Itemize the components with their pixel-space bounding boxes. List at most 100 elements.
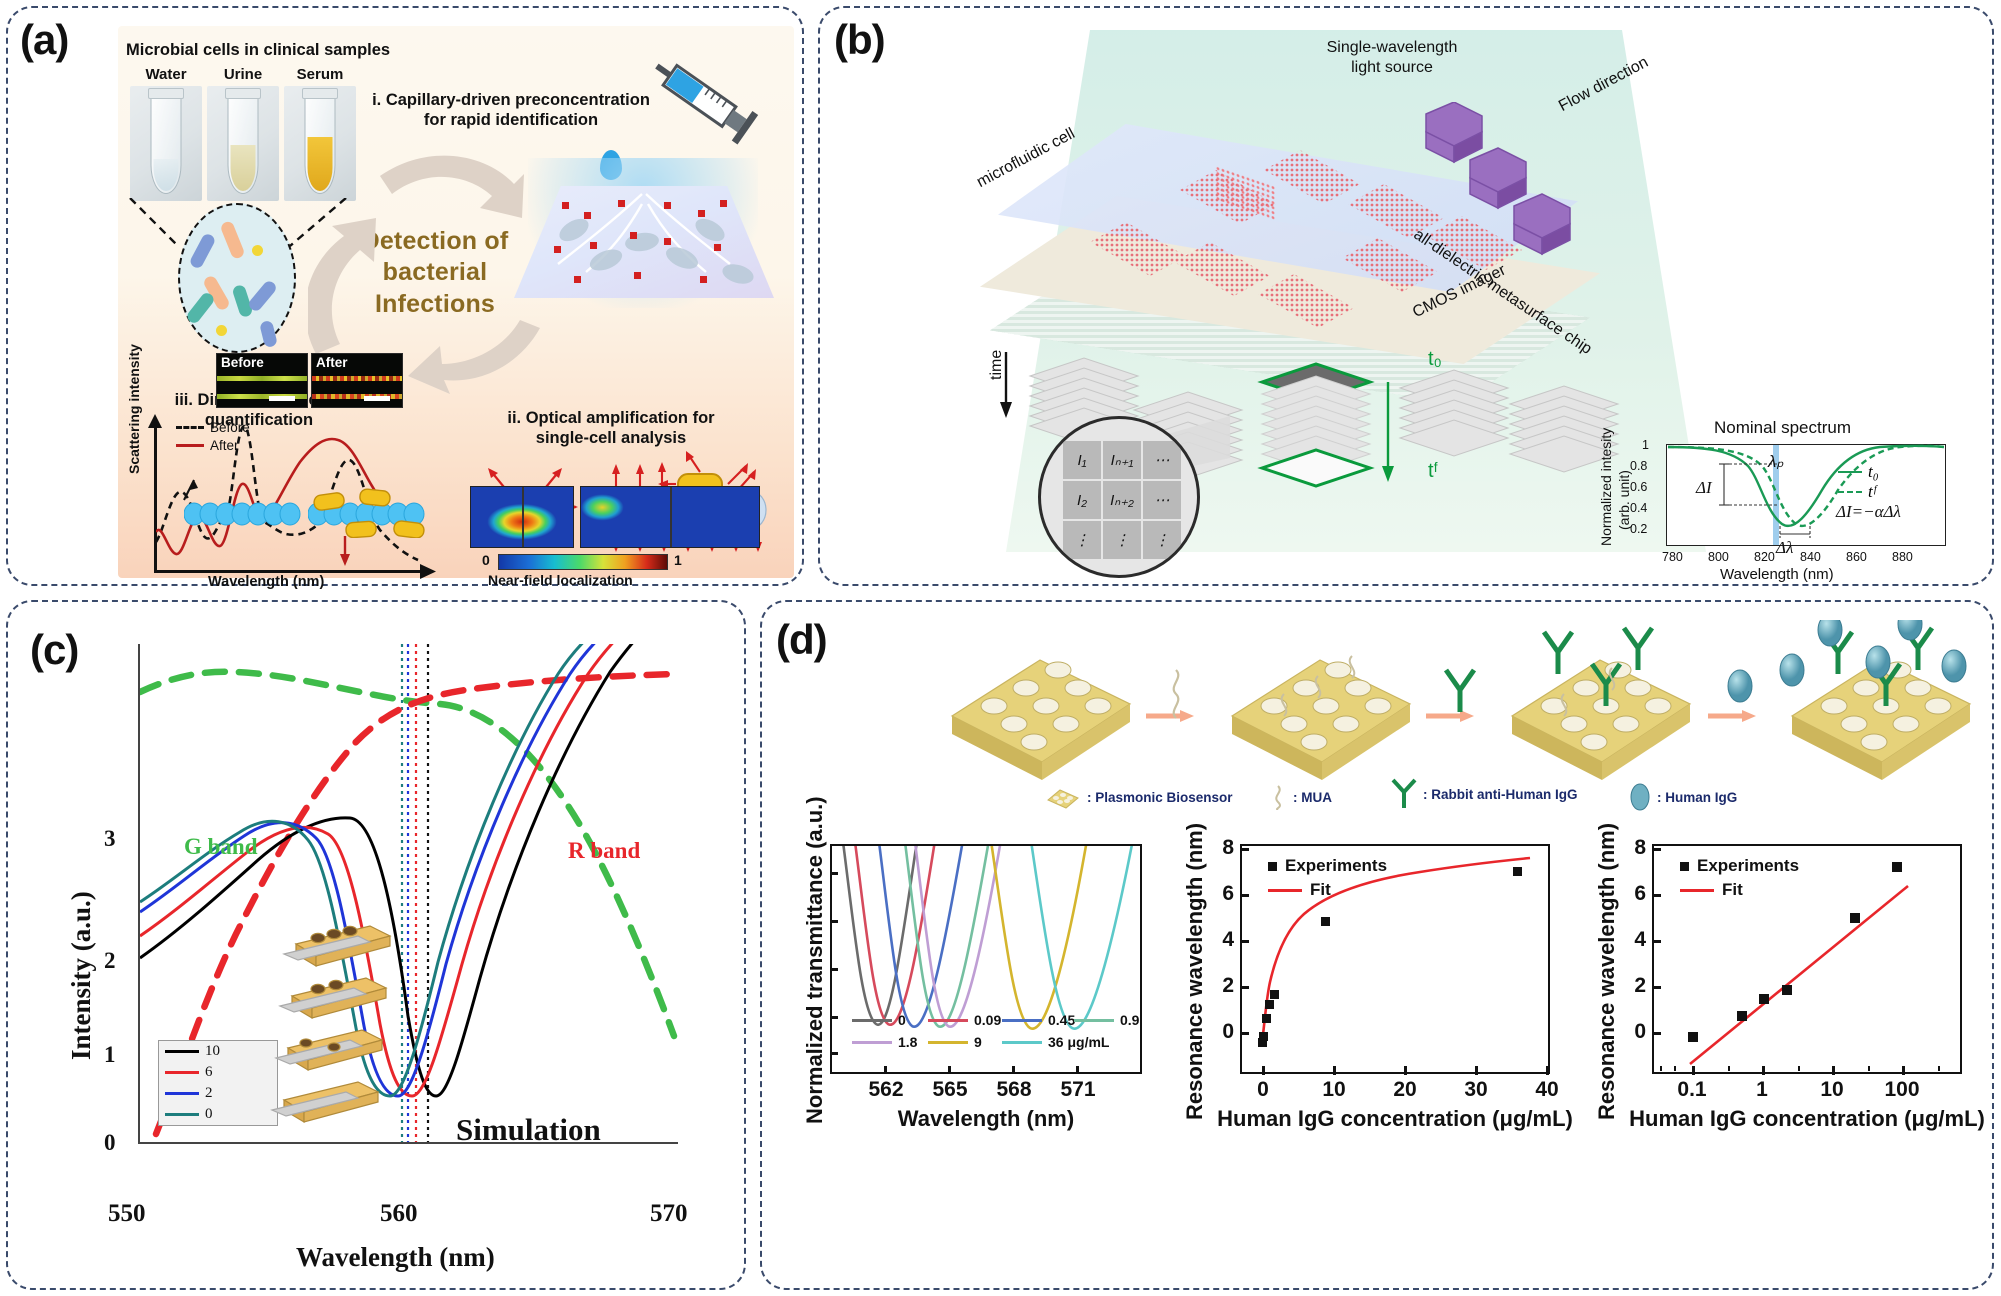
nominal-spectrum-frame: [1666, 444, 1946, 546]
d2-ytick: 6: [1222, 882, 1234, 905]
d1-legend-09: 0.9: [1074, 1012, 1139, 1028]
d1-frame: [830, 844, 1142, 1074]
colorbar-min-label: 0: [482, 552, 490, 568]
matrix-cell: ⋮: [1063, 521, 1101, 559]
d2-xtick: 0: [1257, 1078, 1269, 1101]
syringe-icon: [655, 63, 759, 145]
d2-legend-fit: Fit: [1268, 880, 1331, 900]
spectrum-legend: Before After: [176, 418, 250, 454]
d1-xtick: 565: [932, 1078, 968, 1101]
d2-xtick: 20: [1393, 1078, 1417, 1101]
np-down-arrow-icon: [340, 536, 350, 566]
sample-tube-water: Water: [130, 66, 202, 201]
metasurface-dot-arrays: [1090, 150, 1522, 328]
transmittance-spectra-plot: Normalized transmittance (a.u.) 562 565: [786, 796, 1166, 1144]
sample-label-serum: Serum: [296, 66, 344, 83]
d3-xtick: 0.1: [1677, 1078, 1707, 1101]
spectrum-x-axis: [154, 570, 424, 573]
nominal-spectrum-title: Nominal spectrum: [1714, 418, 1851, 437]
nominal-spectrum-plot: Nominal spectrum Normalized intesity (ar…: [1590, 418, 1980, 584]
fit-line-icon: [1680, 888, 1714, 892]
d2-xtick: 10: [1322, 1078, 1346, 1101]
d3-ytick: 4: [1634, 928, 1646, 951]
intensity-matrix: I₁ Iₙ₊₁ ⋯ I₂ Iₙ₊₂ ⋯ ⋮ ⋮ ⋮: [1063, 441, 1181, 559]
panel-c-legend: 10 6 2 0: [158, 1040, 278, 1126]
d2-ytick: 0: [1222, 1020, 1234, 1043]
d2-xtick: 40: [1535, 1078, 1559, 1101]
nominal-legend-t0: t₀: [1838, 462, 1879, 482]
capillary-flow-arrows: [554, 193, 754, 284]
time-arrow-icon: [1000, 352, 1012, 418]
sample-label-urine: Urine: [223, 66, 263, 83]
matrix-cell: Iₙ₊₂: [1103, 481, 1141, 519]
nominal-ytick: 1: [1642, 438, 1649, 452]
matrix-cell: I₁: [1063, 441, 1101, 479]
nominal-legend-tf: tᶠ: [1838, 482, 1876, 502]
nominal-xtick: 820: [1754, 550, 1775, 564]
c-ytick-2: 2: [104, 948, 116, 973]
sample-tube-row: Water Urine Serum: [130, 66, 356, 201]
legend-label: : Plasmonic Biosensor: [1087, 789, 1233, 805]
d1-legend-9: 9: [928, 1034, 982, 1050]
matrix-cell: ⋯: [1143, 441, 1181, 479]
panel-d-letter: (d): [776, 616, 828, 663]
tf-label: tᶠ: [1428, 460, 1439, 482]
legend-human-igg: : Human IgG: [1628, 782, 1737, 812]
spectrum-y-arrow-icon: [148, 414, 162, 428]
spectrum-xlabel: Wavelength (nm): [208, 574, 325, 590]
nominal-ytick: 0.6: [1630, 480, 1648, 494]
delta-lambda-annotation: Δλ: [1776, 538, 1794, 557]
calibration-log-plot: Resonance wavelength (nm) 8 6 4 2 0 0.1 …: [1588, 823, 1992, 1144]
matrix-cell: ⋯: [1143, 481, 1181, 519]
d3-xlabel: Human IgG concentration (μg/mL): [1629, 1106, 1985, 1131]
micrograph-before-label: Before: [221, 355, 264, 370]
nominal-xtick: 880: [1892, 550, 1913, 564]
d2-xtick: 30: [1464, 1078, 1488, 1101]
fit-line-icon: [1268, 888, 1302, 892]
d2-frame: [1240, 844, 1550, 1074]
panel-d: (d): [760, 600, 1994, 1290]
micrograph-after: After: [311, 353, 403, 408]
d3-ylabel: Resonance wavelength (nm): [1594, 822, 1619, 1120]
d3-legend-fit: Fit: [1680, 880, 1743, 900]
d3-frame: [1652, 844, 1962, 1074]
tube-photo-urine: [207, 86, 279, 201]
lambda-p-annotation: λₚ: [1768, 452, 1784, 471]
t0-label: t₀: [1428, 348, 1442, 370]
tube-photo-water: [130, 86, 202, 201]
panel-c-plot-frame: [138, 644, 678, 1144]
panel-a-center-title: Detection of bacterial Infections: [361, 227, 509, 318]
d1-curves: [842, 846, 1133, 1030]
c-xtick-560: 560: [380, 1200, 418, 1227]
light-source-label: Single-wavelength light source: [1326, 39, 1458, 76]
panel-b: (b) Single-wavelength light source: [818, 6, 1994, 586]
nominal-xtick: 860: [1846, 550, 1867, 564]
panel-a-heading: Microbial cells in clinical samples: [126, 41, 391, 59]
micrograph-before: Before: [216, 353, 308, 408]
matrix-cell: I₂: [1063, 481, 1101, 519]
nominal-xtick: 800: [1708, 550, 1729, 564]
nominal-xtick: 840: [1800, 550, 1821, 564]
calibration-linear-plot: Resonance wavelength (nm) 8 6 4 2 0 0 10…: [1176, 823, 1580, 1144]
c-xtick-570: 570: [650, 1200, 688, 1227]
np-chain-before-icon: [183, 500, 302, 531]
sample-label-water: Water: [145, 66, 187, 83]
d3-xtick: 100: [1884, 1078, 1920, 1101]
legend-swatch-before: [176, 425, 204, 429]
legend-row: 6: [159, 1062, 277, 1083]
spectrum-x-arrow-icon: [420, 564, 436, 579]
d1-ylabel: Normalized transmittance (a.u.): [802, 796, 827, 1124]
r-band-label: R band: [568, 838, 641, 863]
legend-label-after: After: [210, 437, 239, 453]
legend-mua: : MUA: [1270, 784, 1332, 810]
magnified-frame-circle: I₁ Iₙ₊₁ ⋯ I₂ Iₙ₊₂ ⋯ ⋮ ⋮ ⋮: [1038, 416, 1200, 578]
c-ytick-3: 3: [104, 826, 116, 851]
panel-a-letter: (a): [20, 16, 69, 63]
legend-row: 2: [159, 1083, 277, 1104]
d1-legend-045: 0.45: [1002, 1012, 1075, 1028]
nearfield-colorbar: [498, 554, 668, 570]
d2-ylabel: Resonance wavelength (nm): [1182, 822, 1207, 1120]
igg-sphere-icon: [1630, 783, 1650, 811]
simulation-annotation: Simulation: [456, 1112, 601, 1147]
g-band-label: G band: [184, 834, 258, 859]
